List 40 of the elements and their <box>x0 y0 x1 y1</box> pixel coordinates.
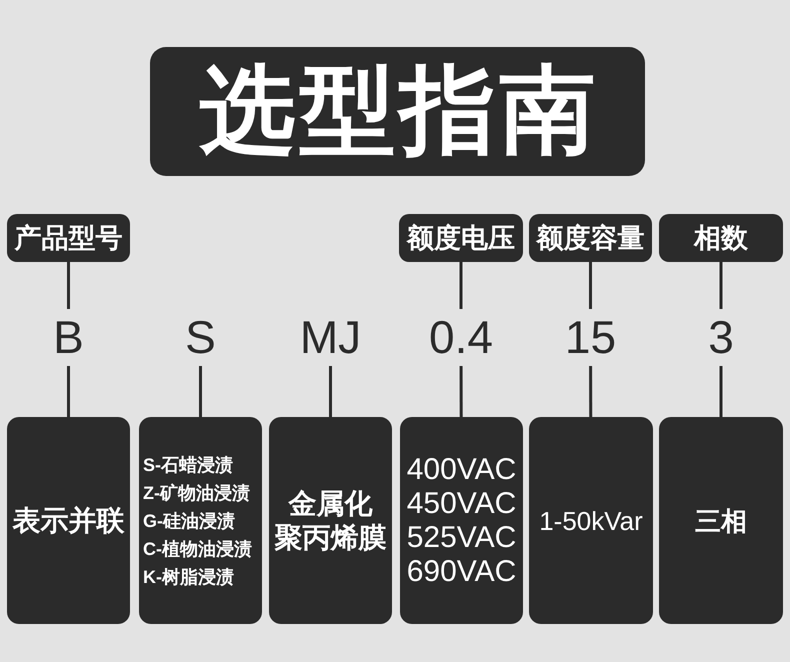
category-tag: 相数 <box>659 214 783 262</box>
connector-line <box>589 366 592 417</box>
option-text: K-树脂浸渍 <box>143 566 234 588</box>
description-card <box>400 417 523 624</box>
description-card <box>659 417 783 624</box>
connector-line <box>460 262 462 309</box>
description-text: 450VAC <box>406 486 516 520</box>
model-code: S <box>185 309 216 366</box>
connector-line <box>199 366 202 417</box>
connector-line <box>460 366 463 417</box>
model-code: B <box>53 309 84 366</box>
category-tag: 额度容量 <box>529 214 652 262</box>
title-banner: 选型指南 <box>150 47 645 176</box>
connector-line <box>720 262 722 309</box>
description-text: 表示并联 <box>12 504 124 538</box>
description-text: 400VAC <box>406 452 516 486</box>
option-text: C-植物油浸渍 <box>143 538 252 560</box>
description-text: 525VAC <box>406 520 516 554</box>
description-card <box>529 417 653 624</box>
model-code: 15 <box>564 309 616 366</box>
connector-line <box>67 262 70 309</box>
description-text: 1-50kVar <box>539 504 643 538</box>
model-code: 3 <box>708 309 734 366</box>
connector-line <box>720 366 722 417</box>
option-text: Z-矿物油浸渍 <box>143 482 250 504</box>
connector-line <box>589 262 592 309</box>
description-text: 金属化聚丙烯膜 <box>274 486 388 554</box>
option-text: S-石蜡浸渍 <box>143 454 233 476</box>
model-code: 0.4 <box>429 309 493 366</box>
description-card <box>269 417 392 624</box>
option-text: G-硅油浸渍 <box>143 510 235 532</box>
category-tag: 额度电压 <box>399 214 523 262</box>
description-text: 690VAC <box>406 554 516 588</box>
category-tag: 产品型号 <box>7 214 130 262</box>
connector-line <box>329 366 332 417</box>
model-code: MJ <box>300 309 362 366</box>
description-text: 三相 <box>695 504 747 538</box>
connector-line <box>67 366 70 417</box>
description-card <box>139 417 262 624</box>
description-card <box>7 417 130 624</box>
